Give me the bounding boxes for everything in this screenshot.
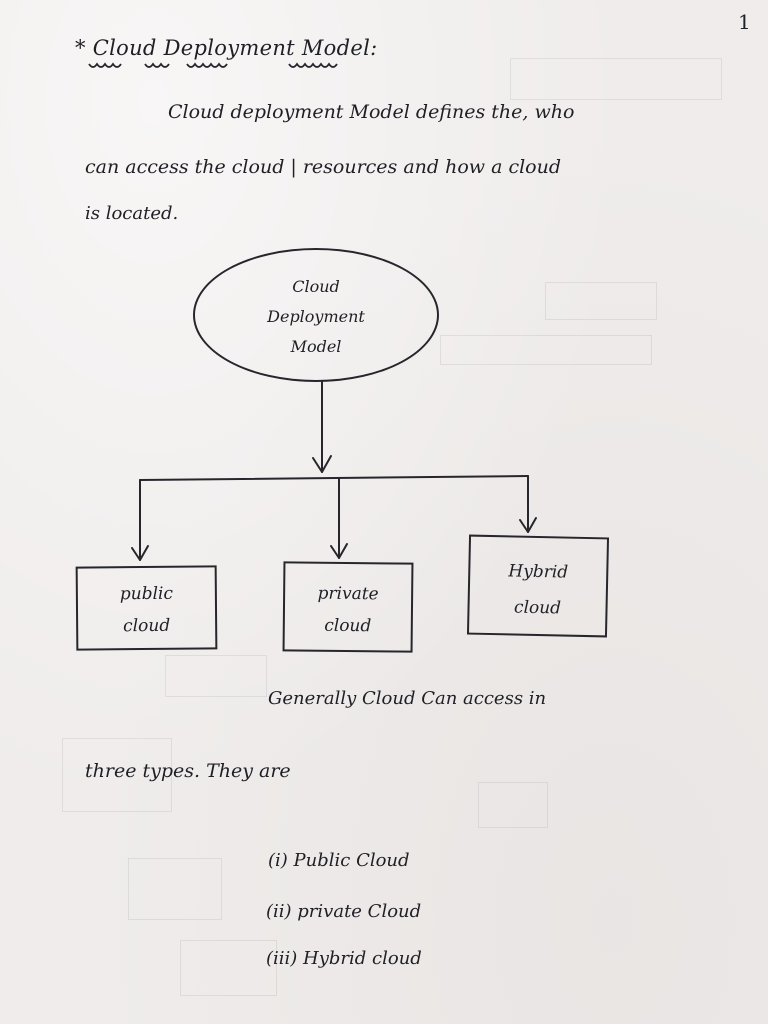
bleed-through-mark [478, 782, 548, 828]
intro-line-2: can access the cloud | resources and how… [85, 156, 562, 178]
hybrid-cloud-box: Hybrid cloud [466, 534, 610, 638]
public-cloud-label-line-2: cloud [123, 615, 171, 637]
summary-line-2: three types. They are [85, 760, 291, 782]
bleed-through-mark [440, 335, 652, 365]
page-title: * Cloud Deployment Model: [75, 36, 378, 60]
public-arrow-head-icon [131, 545, 149, 561]
intro-line-3: is located. [85, 203, 179, 224]
list-item: (iii) Hybrid cloud [266, 948, 422, 969]
horizontal-branch-line [139, 475, 529, 481]
private-cloud-label-line-2: cloud [324, 615, 372, 637]
diagram-root-label-line-1: Cloud [292, 277, 340, 296]
diagram-root-label-line-2: Deployment [267, 307, 365, 326]
bleed-through-mark [545, 282, 657, 320]
bleed-through-mark [510, 58, 722, 100]
bleed-through-mark [62, 738, 172, 812]
intro-line-1: Cloud deployment Model defines the, who [168, 101, 575, 123]
private-cloud-label-line-1: private [317, 583, 379, 605]
wavy-underline-icon [88, 62, 338, 68]
diagram-root-oval [193, 248, 439, 382]
public-cloud-box: public cloud [75, 565, 218, 651]
private-cloud-box: private cloud [282, 561, 414, 653]
diagram-root-label-line-3: Model [290, 337, 342, 356]
list-item: (ii) private Cloud [266, 901, 422, 922]
private-arrow-head-icon [330, 543, 348, 559]
list-item: (i) Public Cloud [268, 850, 410, 871]
bleed-through-mark [165, 655, 267, 697]
public-cloud-label-line-1: public [119, 583, 174, 605]
page-number: 1 [738, 10, 751, 34]
hybrid-arrow-head-icon [519, 517, 537, 533]
summary-line-1: Generally Cloud Can access in [268, 688, 547, 709]
bleed-through-mark [180, 940, 277, 996]
hybrid-cloud-label-line-1: Hybrid [508, 561, 569, 583]
root-arrow-head-icon [312, 455, 332, 473]
hybrid-cloud-label-line-2: cloud [513, 597, 562, 619]
bleed-through-mark [128, 858, 222, 920]
